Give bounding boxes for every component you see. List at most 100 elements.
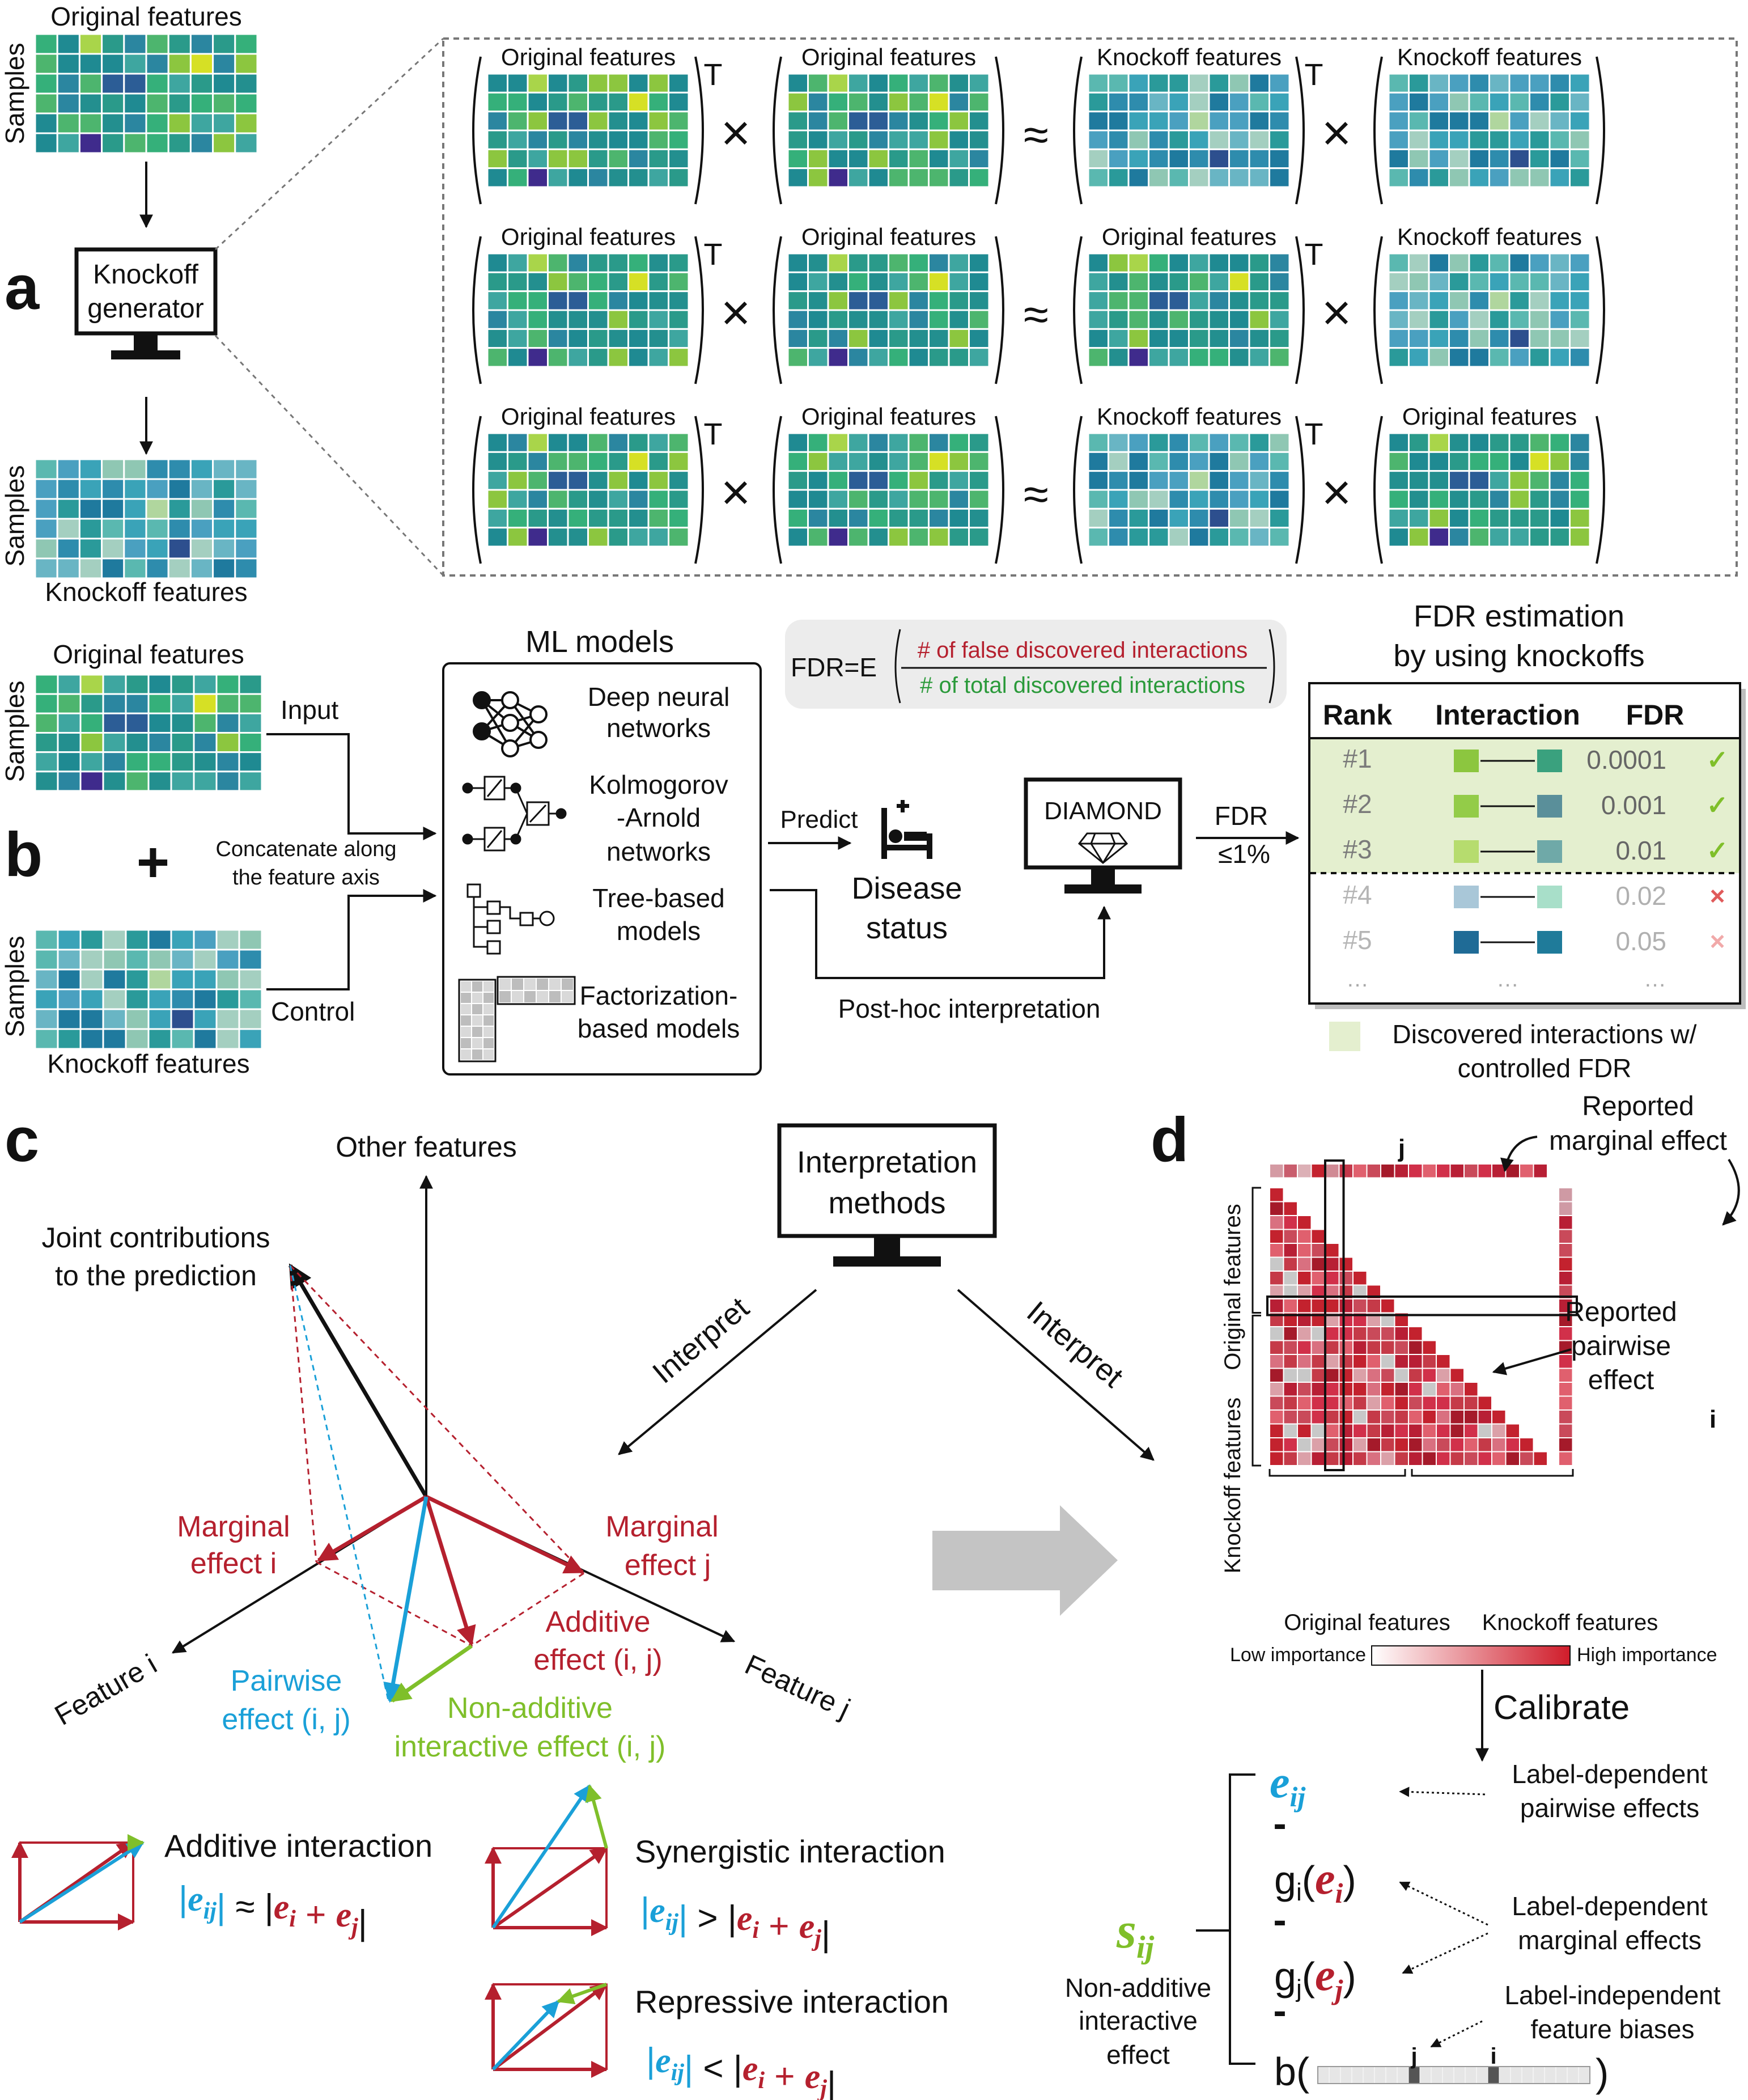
pairwise-cell [1325,1340,1340,1355]
tree-icon [466,883,555,955]
heatmap-cell [547,470,569,491]
heatmap-cell [57,929,82,951]
heatmap-cell [56,92,80,115]
heatmap-cell [238,674,263,695]
heatmap-cell [968,470,990,491]
heatmap-cell [170,693,195,714]
heatmap-cell [486,91,508,113]
interaction-feature-b [1537,931,1562,954]
heatmap-cell [1127,111,1149,132]
heatmap-cell [1168,290,1190,311]
heatmap-cell [567,507,589,529]
heatmap-cell [807,432,829,453]
pairwise-cell [1297,1382,1312,1397]
heatmap-cell [507,271,529,293]
heatmap-cell [1569,527,1591,548]
table-fdr-value: 0.05 [1615,926,1666,956]
heatmap-cell [968,167,990,188]
heatmap-cell [1268,252,1291,273]
heatmap-cell [787,111,809,132]
heatmap-cell [1148,470,1170,491]
pairwise-cell [1325,1382,1340,1397]
pairwise-cell [1325,1451,1340,1466]
fdr-formula-box [785,620,1287,709]
fdr-threshold-label: ≤1% [1218,839,1270,869]
left-paren [472,416,482,564]
heatmap-cell [56,458,80,480]
heatmap-cell [34,112,58,134]
heatmap-cell [928,290,950,311]
heatmap-cell [867,347,889,368]
heatmap-cell [193,751,218,773]
heatmap-cell [1508,252,1530,273]
heatmap-cell [1188,91,1210,113]
heatmap-cell [647,129,669,150]
pairwise-cell [1297,1409,1312,1425]
pairwise-cell [1352,1326,1368,1341]
right-paren [1596,416,1605,564]
times-sign: × [1322,464,1352,521]
heatmap-cell [193,968,218,990]
interaction-equations: |eij| ≈ |ei + ej||eij| > |ei + ej||eij| … [179,1879,836,2100]
heatmap-cell [1488,252,1511,273]
heatmap-cell [827,129,849,150]
bias-cell [1419,2066,1432,2084]
heatmap-cell [787,507,809,529]
pairwise-cell [1394,1340,1409,1355]
heatmap-cell [486,129,508,150]
heatmap-cell [1529,432,1551,453]
heatmap-cell [948,111,970,132]
factor-cell [460,1014,472,1027]
heatmap-cell [507,73,529,94]
heatmap-cell [607,328,629,349]
heatmap-cell [827,91,849,113]
heatmap-cell [167,537,192,560]
heatmap-cell [527,252,549,273]
heatmap-cell [34,537,58,560]
heatmap-cell [56,53,80,75]
pairwise-cell [1269,1215,1284,1230]
heatmap-cell [1488,271,1511,293]
calibrate-label: Calibrate [1494,1688,1630,1726]
heatmap-cell [1388,148,1410,170]
marginal-cell [1558,1256,1573,1272]
heatmap-cell [167,132,192,154]
heatmap-cell [1127,328,1149,349]
heatmap-cell [1188,129,1210,150]
heatmap-cell [1448,290,1470,311]
heatmap-cell [1428,73,1450,94]
pairwise-cell [1325,1354,1340,1369]
table-rank: #2 [1343,789,1372,819]
factor-cell [482,1014,495,1027]
pairwise-cell [1283,1395,1298,1411]
heatmap-cell [234,478,258,500]
heatmap-cell [928,309,950,330]
heatmap-cell [125,968,150,990]
heatmap-cell [147,968,172,990]
marginal-cell [1325,1163,1340,1179]
marginal-i-label-2: effect i [190,1547,277,1580]
bias-cell [1499,2066,1511,2084]
heatmap-cell [1208,507,1230,529]
pairwise-cell [1366,1437,1381,1453]
heatmap-cell [56,498,80,520]
heatmap-cell [1548,290,1571,311]
heatmap-cell [888,252,910,273]
heatmap-cell [170,1008,195,1030]
label-dep-pair-2: pairwise effects [1520,1793,1699,1823]
heatmap-cell [1408,328,1430,349]
heatmap-cell [1208,309,1230,330]
bias-cell [1351,2066,1364,2084]
g-j-term: gj(ej) [1274,1950,1356,2005]
heatmap-cell [1408,148,1430,170]
pairwise-cell [1352,1298,1368,1314]
additive-vector [424,1496,476,1646]
heatmap-cell [948,347,970,368]
heatmap-cell [215,929,240,951]
heatmap-cell [101,458,125,480]
heatmap-cell [1508,347,1530,368]
gram-matrix-label: Original features [801,403,976,430]
gram-matrix [486,432,690,548]
factor-cell [460,1003,472,1015]
